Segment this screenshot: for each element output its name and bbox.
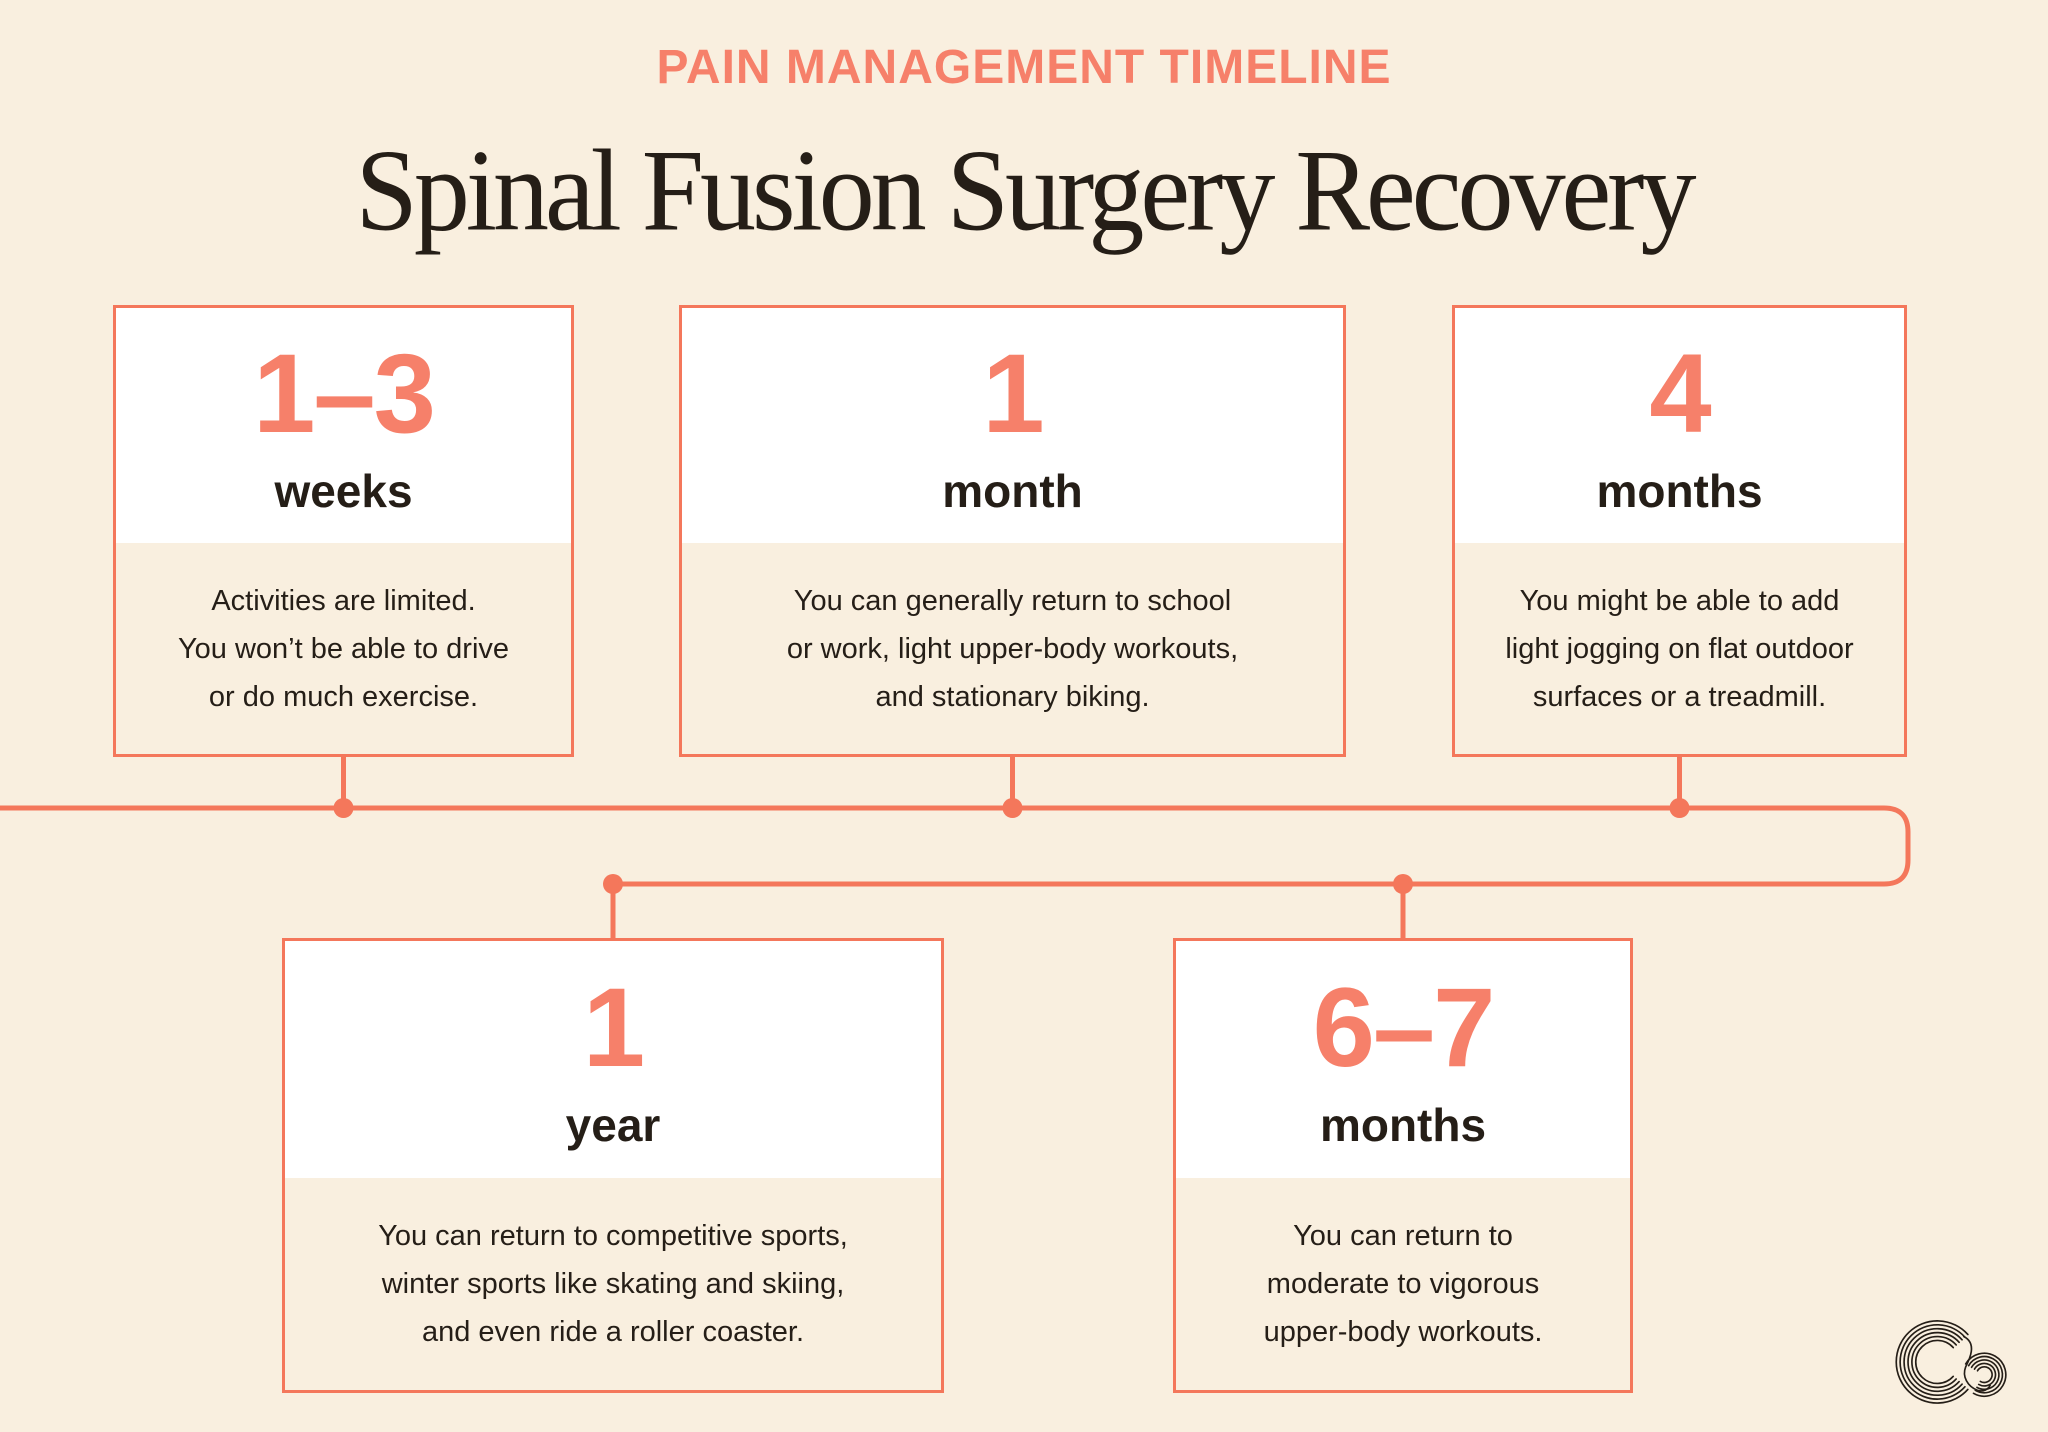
card-description: You can generally return to school or wo…	[786, 584, 1239, 713]
card-value: 6–7	[1312, 964, 1496, 1090]
card-header-section: 6–7 months	[1176, 941, 1630, 1178]
card-value: 1	[582, 964, 645, 1090]
card-value: 1	[982, 330, 1044, 456]
timeline-node-dot	[1669, 798, 1690, 818]
timeline-card-1-month: 1 month You can generally return to scho…	[679, 305, 1346, 757]
co-monogram-logo	[1895, 1320, 2007, 1404]
timeline-card-1-year: 1 year You can return to competitive spo…	[282, 938, 944, 1393]
timeline-node-dot	[1002, 798, 1023, 818]
page-title: Spinal Fusion Surgery Recovery	[355, 126, 1697, 256]
eyebrow-label: PAIN MANAGEMENT TIMELINE	[656, 41, 1392, 94]
card-unit: months	[1319, 1098, 1487, 1151]
timeline-card-1-3-weeks: 1–3 weeks Activities are limited. You wo…	[113, 305, 574, 757]
card-unit: year	[565, 1098, 661, 1151]
card-body-section: Activities are limited. You won’t be abl…	[116, 543, 571, 754]
timeline-card-4-months: 4 months You might be able to add light …	[1452, 305, 1907, 757]
timeline-node-dot	[333, 798, 354, 818]
timeline-card-stems	[341, 755, 1682, 940]
card-header-section: 1–3 weeks	[116, 308, 571, 543]
card-description: You can return to competitive sports, wi…	[378, 1220, 848, 1348]
card-body-section: You can generally return to school or wo…	[682, 543, 1343, 754]
timeline-card-6-7-months: 6–7 months You can return to moderate to…	[1173, 938, 1633, 1393]
card-value: 4	[1649, 330, 1711, 456]
card-unit: weeks	[274, 464, 413, 517]
timeline-main-line	[0, 805, 1911, 887]
card-unit: months	[1596, 464, 1763, 517]
timeline-node-dot	[1393, 874, 1413, 894]
card-body-section: You can return to moderate to vigorous u…	[1176, 1178, 1630, 1390]
card-description: You can return to moderate to vigorous u…	[1263, 1220, 1543, 1348]
card-body-section: You might be able to add light jogging o…	[1455, 543, 1904, 754]
timeline-node-dot	[603, 874, 623, 894]
card-header-section: 1 year	[285, 941, 941, 1178]
card-description: Activities are limited. You won’t be abl…	[177, 584, 510, 713]
card-body-section: You can return to competitive sports, wi…	[285, 1178, 941, 1390]
card-value: 1–3	[253, 330, 436, 456]
card-header-section: 1 month	[682, 308, 1343, 543]
card-description: You might be able to add light jogging o…	[1505, 584, 1854, 713]
card-header-section: 4 months	[1455, 308, 1904, 543]
card-unit: month	[942, 464, 1083, 517]
